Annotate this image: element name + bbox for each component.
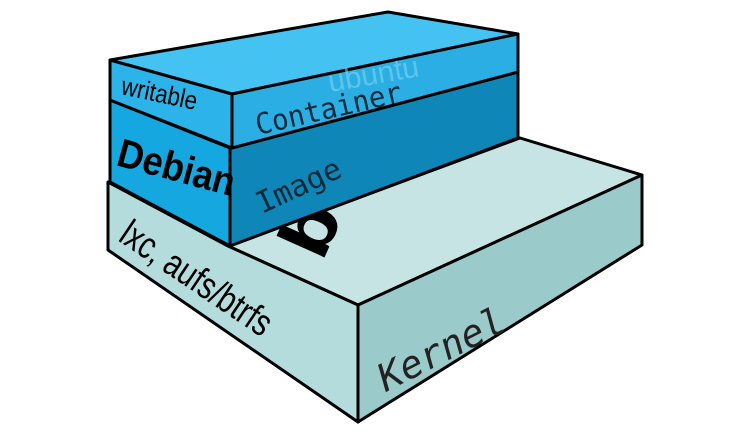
container-layer: ubuntu writable Container xyxy=(108,10,520,150)
container-front-face xyxy=(230,32,520,150)
kernel-front-face xyxy=(356,173,644,424)
